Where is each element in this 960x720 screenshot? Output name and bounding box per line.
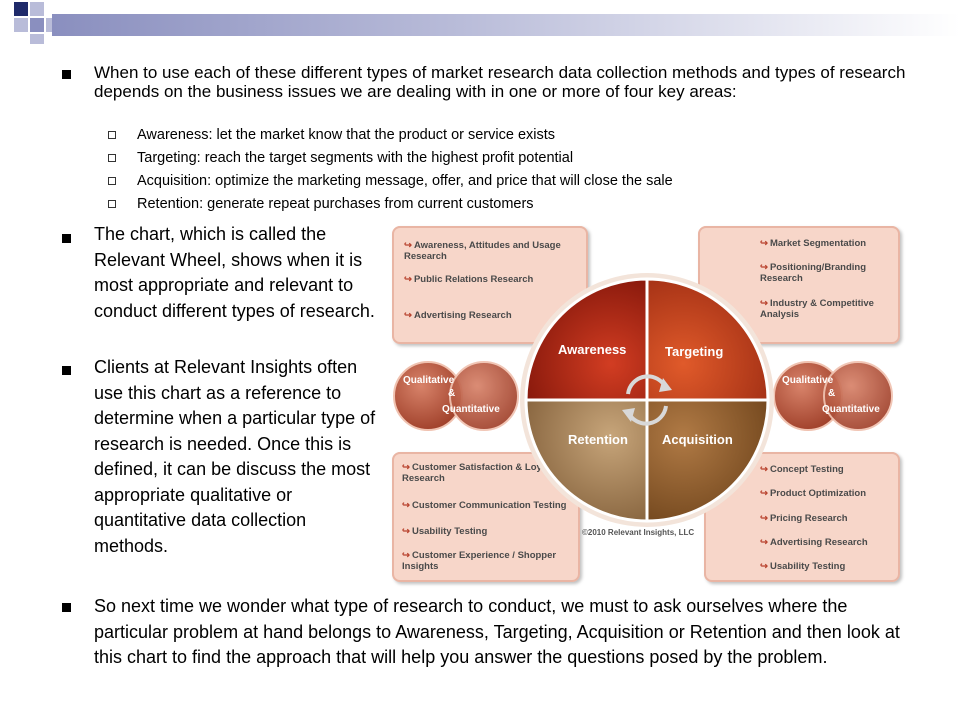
sub-bullet-retention: Retention: generate repeat purchases fro… [137,196,534,212]
arrow-icon: ↪ [404,310,412,321]
wheel-retention [524,398,649,523]
label-retention: Retention [568,432,628,447]
panel-item: Customer Experience / Shopper Insights [402,550,557,572]
panel-item: Positioning/Branding Research [760,262,867,284]
label-awareness: Awareness [558,342,626,357]
bullet-marker [62,603,71,612]
qual-right-2: & [828,388,835,399]
bullet-conclusion-text: So next time we wonder what type of rese… [94,596,900,667]
panel-item: Industry & Competitive Analysis [760,298,874,320]
panel-item: Awareness, Attitudes and Usage Research [404,240,561,262]
arrow-icon: ↪ [760,464,768,475]
qual-right-3: Quantitative [822,404,880,415]
relevant-wheel-figure: ↪Awareness, Attitudes and Usage Research… [380,218,905,588]
sub-bullet-marker [108,154,116,162]
panel-item: Concept Testing [769,464,844,475]
arrow-icon: ↪ [760,262,768,273]
label-acquisition: Acquisition [662,432,733,447]
panel-item: Customer Communication Testing [411,500,567,511]
arrow-icon: ↪ [402,500,410,511]
panel-item: Usability Testing [411,526,488,537]
panel-item: Advertising Research [769,537,868,548]
qual-left-1: Qualitative [403,375,455,386]
sub-bullet-marker [108,177,116,185]
sub-bullet-targeting: Targeting: reach the target segments wit… [137,150,574,166]
arrow-icon: ↪ [760,561,768,572]
panel-item: Advertising Research [413,310,512,321]
qual-quant-right: Qualitative & Quantitative [773,361,893,431]
bullet-marker [62,366,71,375]
sub-bullet-acquisition: Acquisition: optimize the marketing mess… [137,173,673,189]
wheel-graphic: Qualitative & Quantitative Qualitative &… [393,273,893,527]
qual-quant-left: Qualitative & Quantitative [393,361,519,431]
bullet-clients-text: Clients at Relevant Insights often use t… [94,357,376,556]
panel-item: Customer Satisfaction & Loyalty Research [402,462,559,484]
arrow-icon: ↪ [760,298,768,309]
panel-item: Usability Testing [769,561,846,572]
sub-bullet-marker [108,200,116,208]
panel-item: Product Optimization [769,488,867,499]
arrow-icon: ↪ [404,240,412,251]
arrow-icon: ↪ [760,537,768,548]
wheel-targeting [645,277,770,402]
sub-bullet-marker [108,131,116,139]
panel-item: Public Relations Research [413,274,534,285]
qual-left-3: Quantitative [442,404,500,415]
title-bar-decoration [52,14,960,36]
wheel-acquisition [645,398,770,523]
bullet-intro-text: When to use each of these different type… [94,63,906,101]
arrow-icon: ↪ [404,274,412,285]
sub-bullet-awareness: Awareness: let the market know that the … [137,127,556,143]
wheel: Awareness Targeting Retention Acquisitio… [520,273,774,527]
panel-item: Pricing Research [769,513,848,524]
qual-left-2: & [448,388,455,399]
copyright-text: ©2010 Relevant Insights, LLC [582,528,695,537]
arrow-icon: ↪ [402,526,410,537]
wheel-awareness [524,277,649,402]
qual-right-1: Qualitative [782,375,834,386]
arrow-icon: ↪ [760,513,768,524]
panel-item: Market Segmentation [769,238,867,249]
bullet-chart-text: The chart, which is called the Relevant … [94,224,375,321]
arrow-icon: ↪ [402,462,410,473]
label-targeting: Targeting [665,344,723,359]
arrow-icon: ↪ [402,550,410,561]
bullet-marker [62,70,71,79]
arrow-icon: ↪ [760,488,768,499]
bullet-marker [62,234,71,243]
arrow-icon: ↪ [760,238,768,249]
